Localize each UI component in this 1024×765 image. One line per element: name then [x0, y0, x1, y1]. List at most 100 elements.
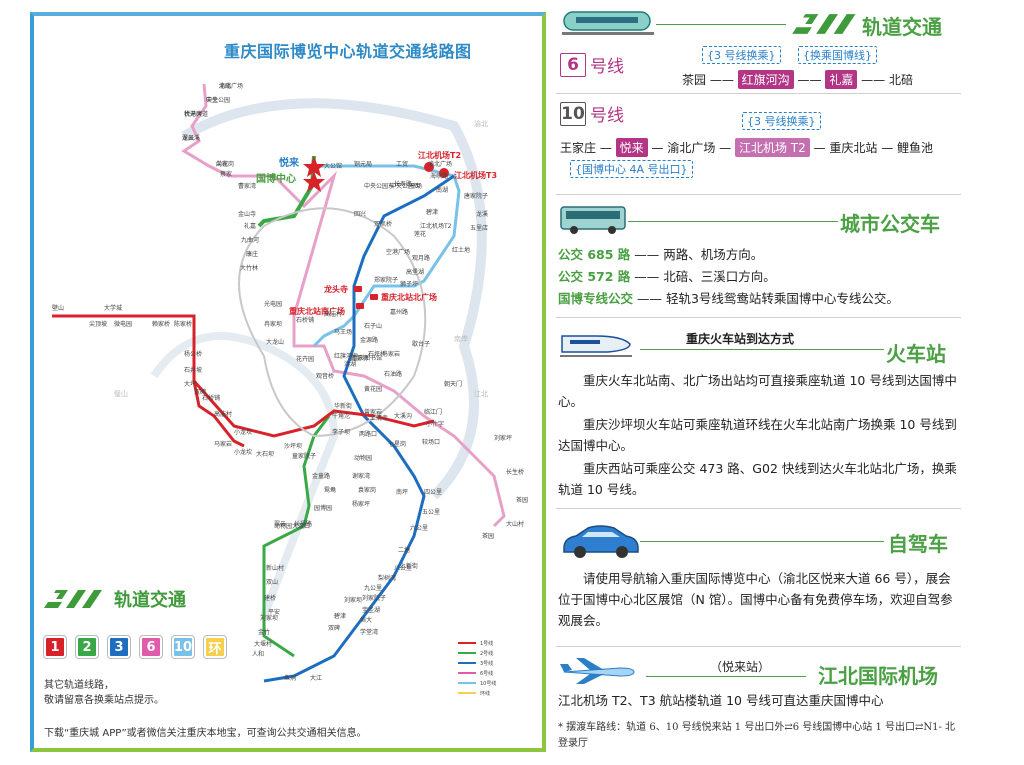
map-app-note: 下载“重庆城 APP”或者微信关注重庆本地宝，可查询公共交通相关信息。 — [44, 728, 367, 739]
stop-lijia[interactable]: 礼嘉 — [825, 70, 858, 89]
stop-jb-t2[interactable]: 江北机场 T2 — [734, 138, 810, 157]
line-badge-loop[interactable]: 环 — [203, 635, 227, 659]
station-label: 观音桥 — [316, 372, 334, 380]
station-label: 二塘 — [398, 546, 410, 554]
station-label: 沙坪坝 — [284, 442, 302, 450]
longtousi-train-icon[interactable] — [354, 286, 362, 292]
stop-yuelai[interactable]: 悦来 — [615, 138, 648, 157]
station-label: 中央公园 — [206, 96, 230, 104]
station-label: 梨树湾 — [378, 574, 396, 582]
train-title: 火车站 — [886, 342, 946, 366]
metro-map[interactable]: 璧山 渝北 南岸 江北 悦来 国博中心 江北机场T2 江北机场T3 — [34, 16, 542, 748]
station-label: 牛角沱 — [332, 412, 350, 420]
metro-map-panel: 璧山 渝北 南岸 江北 悦来 国博中心 江北机场T2 江北机场T3 — [30, 12, 546, 752]
station-label: 兰花 — [216, 160, 228, 168]
airplane-icon — [560, 658, 635, 684]
airport-t3-icon[interactable] — [439, 168, 449, 178]
line-2-path[interactable] — [262, 415, 331, 658]
line-1-branch[interactable] — [192, 380, 245, 448]
train-para-3: 重庆西站可乘座公交 473 路、G02 快线到达火车北站北广场，换乘轨道 10 … — [558, 461, 957, 497]
divider — [556, 317, 961, 318]
line10-exit-tag: {国博中心 4A 号出口} — [570, 160, 693, 178]
line6-heading: 6 号线 — [560, 52, 624, 77]
station-label: 翠云 — [182, 135, 194, 142]
station-label: 茶园 — [482, 532, 494, 540]
rail-logo-icon — [44, 590, 102, 608]
car-header-line — [640, 541, 884, 542]
station-label: 袁家岗 — [358, 486, 376, 494]
airport-t2-icon[interactable] — [424, 162, 434, 172]
cq-north-north-train-icon[interactable] — [370, 294, 378, 300]
station-label: 马家岩 — [382, 350, 400, 358]
station-label: 刘家坪 — [494, 434, 512, 442]
map-label-jb-t2: 江北机场T2 — [418, 150, 461, 160]
station-label: 五里店 — [470, 224, 488, 232]
footnote: * 摆渡车路线：轨道 6、10 号线悦来站 1 号出口外⇄6 号线国博中心站 1… — [558, 722, 956, 749]
station-label: 南湖 — [436, 186, 448, 194]
station-label: 长寿路 — [394, 180, 412, 188]
line-6-path[interactable] — [181, 83, 506, 528]
rail-title: 轨道交通 — [862, 15, 942, 39]
line6-name: 号线 — [590, 57, 624, 77]
line-badge-6[interactable]: 6 — [139, 635, 163, 659]
bus-header-line — [628, 221, 838, 222]
station-label: 翠云 — [274, 521, 286, 528]
legend-row: 6号线 — [458, 668, 528, 678]
stop-hongqihegou[interactable]: 红旗河沟 — [737, 70, 794, 89]
station-label: 高庙村 — [324, 310, 342, 318]
station-label: 杨家坪 — [352, 500, 370, 508]
station-label: 高庙村 — [214, 410, 232, 418]
station-label: 海峡路 — [430, 172, 448, 180]
station-label: 新山村 — [266, 564, 284, 572]
cq-north-south-train-icon[interactable] — [356, 303, 364, 309]
line-3-path[interactable] — [263, 174, 455, 683]
station-label: 礼嘉 — [244, 222, 256, 230]
line-badge-1[interactable]: 1 — [43, 635, 67, 659]
loop-line-path[interactable] — [238, 207, 427, 438]
station-label: 空港广场 — [386, 248, 410, 256]
line-1-path[interactable] — [52, 314, 435, 438]
divider — [556, 646, 961, 647]
station-label: 石子山 — [364, 322, 382, 330]
station-label: 九公里 — [364, 584, 382, 592]
station-label: 大学城 — [104, 304, 122, 312]
station-label: 观月路 — [412, 254, 430, 262]
high-speed-train-icon — [560, 335, 632, 357]
yuelai-star-icon[interactable] — [303, 156, 325, 177]
line10-number: 10 — [560, 101, 586, 126]
station-label: 黄泥塝 — [350, 354, 368, 362]
line-badge-10[interactable]: 10 — [171, 635, 195, 659]
station-label: 大石坝 — [256, 450, 274, 458]
station-label: 九曲河 — [241, 236, 259, 244]
bus-icon — [560, 206, 626, 234]
station-label: 建桥 — [264, 594, 276, 602]
line-badges: 1 2 3 6 10 环 — [43, 635, 227, 659]
station-label: 平场 — [410, 182, 422, 190]
station-label: 长福路 — [294, 520, 312, 528]
bus-row: 公交 685 路 —— 两路、机场方向。 — [558, 247, 764, 262]
station-label: 较场口 — [422, 438, 440, 446]
station-label: 悦港大道 — [184, 110, 208, 118]
map-label-cq-north-north: 重庆北站北广场 — [381, 292, 437, 302]
station-label: 微电园 — [114, 320, 132, 328]
map-brand-text: 轨道交通 — [114, 590, 186, 611]
station-label: 尖顶坡 — [89, 320, 107, 328]
divider — [556, 93, 961, 94]
guobo-star-icon[interactable] — [303, 171, 325, 192]
station-label: 回兴 — [354, 210, 366, 218]
line-badge-2[interactable]: 2 — [75, 635, 99, 659]
station-label: 刘家坝 — [260, 614, 278, 622]
train-para-1: 重庆火车北站南、北广场出站均可直接乘座轨道 10 号线到达国博中心。 — [558, 373, 957, 409]
station-label: 向家岗 — [216, 160, 234, 168]
station-label: 马王场 — [334, 328, 352, 336]
map-label-guobo: 国博中心 — [256, 172, 296, 185]
bus-route-572: 公交 572 路 — [558, 269, 631, 284]
station-label: 工贸 — [396, 160, 408, 168]
station-label: 花卉园 — [296, 355, 314, 363]
station-names: 北碚天生状元碑龙凤溪向家岗蔡家曹家湾金山寺礼嘉九曲河康庄大竹林光电园冉家坝大龙山… — [52, 82, 528, 682]
line-badge-3[interactable]: 3 — [107, 635, 131, 659]
station-label: 两路口 — [359, 430, 377, 438]
map-title: 重庆国际博览中心轨道交通线路图 — [224, 42, 472, 61]
station-label: 石桥铺 — [202, 394, 220, 402]
station-label: 大溪沟 — [394, 412, 412, 420]
